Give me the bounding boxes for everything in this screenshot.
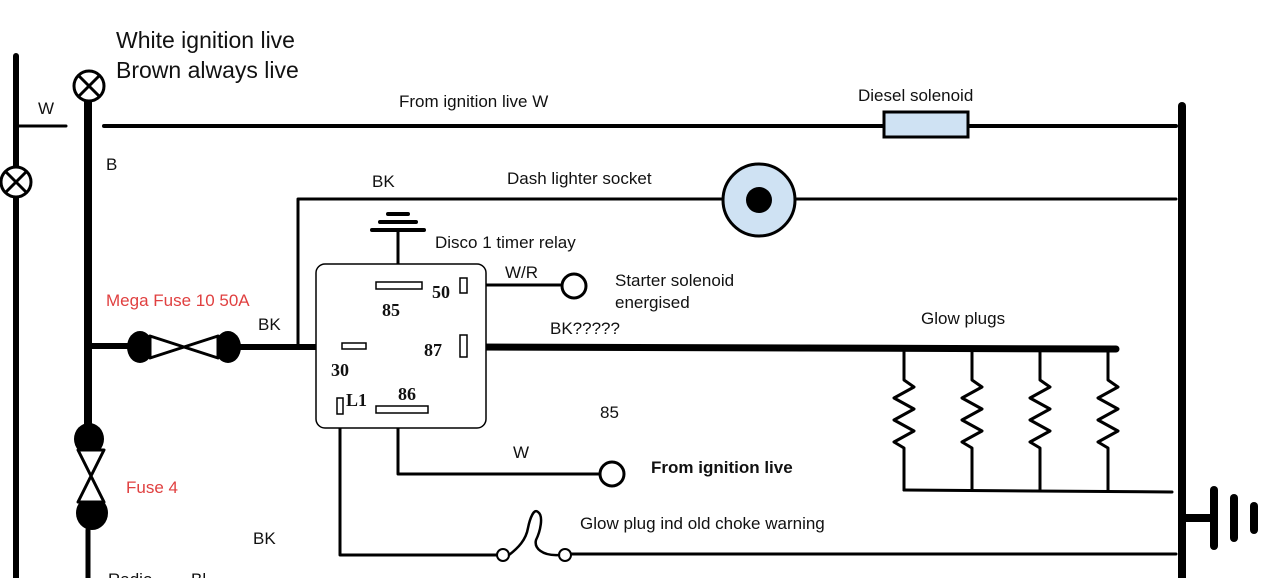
b-wire-label: B: [106, 155, 117, 174]
legend-line-1: White ignition live: [116, 27, 295, 53]
pin-86-terminal: [375, 405, 429, 414]
glow-plugs-icon: [892, 350, 1120, 492]
l1-warning-wire: [338, 402, 500, 557]
glow-indicator-label: Glow plug ind old choke warning: [580, 514, 825, 533]
mega-fuse-label: Mega Fuse 10 50A: [106, 291, 250, 310]
starter-terminal-icon: [560, 272, 588, 300]
num-85-label: 85: [600, 403, 619, 422]
bk-top-label: BK: [372, 172, 395, 191]
pin-30-terminal: [341, 342, 367, 350]
w-wire-label: W: [38, 99, 54, 118]
mega-fuse-icon: [127, 331, 241, 363]
pin-l1-terminal: [336, 397, 344, 415]
fuse4-icon: [74, 423, 108, 530]
pin-l1-label: L1: [346, 390, 367, 410]
ignition-live-label: From ignition live: [651, 458, 793, 477]
lighter-socket-icon: [721, 162, 797, 238]
fuse4-label: Fuse 4: [126, 478, 178, 497]
bk-lighter-wire: [296, 197, 724, 347]
lamp-icon: [72, 69, 106, 103]
dash-lighter-label: Dash lighter socket: [507, 169, 652, 188]
pin-50-terminal: [459, 277, 468, 294]
pin-30-label: 30: [331, 360, 349, 380]
timer-relay-label: Disco 1 timer relay: [435, 233, 576, 252]
ignition-terminal-icon: [598, 460, 626, 488]
warning-lamp-icon: [496, 509, 572, 562]
pin-50-label: 50: [432, 282, 450, 302]
bl-label: Bl: [191, 570, 206, 578]
diesel-solenoid-label: Diesel solenoid: [858, 86, 973, 105]
chassis-ground-icon: [1178, 486, 1258, 550]
bk-mid-label: BK: [258, 315, 281, 334]
ignition-w-label: From ignition live W: [399, 92, 548, 111]
relay-body: [315, 263, 487, 429]
glow-plugs-label: Glow plugs: [921, 309, 1005, 328]
w-lower-label: W: [513, 443, 529, 462]
timer-relay: 85 50 87 30 86 L1: [315, 263, 487, 429]
starter-solenoid-label: Starter solenoid: [615, 271, 734, 290]
pin-87-label: 87: [424, 340, 442, 360]
pin-85-label: 85: [382, 300, 400, 320]
starter-solenoid-label-2: energised: [615, 293, 690, 312]
glow-plug-return-wire: [902, 488, 1174, 494]
ignition-live-wire: [396, 408, 602, 476]
pin-87-terminal: [459, 334, 468, 358]
legend-line-2: Brown always live: [116, 57, 299, 83]
lamp-icon: [0, 165, 33, 199]
wr-wire-label: W/R: [505, 263, 538, 282]
pin-85-terminal: [375, 281, 423, 290]
glow-plug-feed-wire: [466, 343, 1120, 353]
bk-unknown-label: BK?????: [550, 319, 620, 338]
radio-label: Radio: [108, 570, 152, 578]
ground-symbol-icon: [370, 212, 426, 232]
bk-bottom-label: BK: [253, 529, 276, 548]
diesel-solenoid-icon: [882, 110, 970, 139]
pin-86-label: 86: [398, 384, 416, 404]
wires: [13, 53, 1186, 578]
